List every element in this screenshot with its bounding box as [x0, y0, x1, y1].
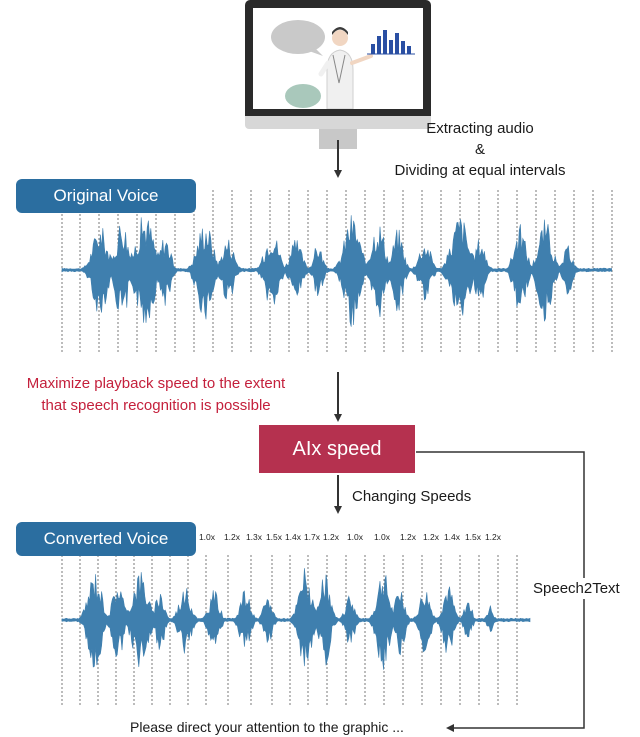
step1-caption: Extracting audio & Dividing at equal int… [360, 118, 600, 181]
speed-label: 1.2x [484, 532, 502, 542]
optimization-note: Maximize playback speed to the extent th… [0, 373, 312, 417]
converted-voice-waveform [61, 568, 531, 670]
speed-label: 1.7x [303, 532, 321, 542]
monitor-chin [245, 116, 431, 129]
aix-speed-box: AIx speed [259, 425, 415, 473]
speed-label: 1.2x [422, 532, 440, 542]
converted-voice-label: Converted Voice [16, 522, 196, 556]
bar-chart-icon [367, 30, 415, 55]
speed-label: 1.2x [399, 532, 417, 542]
speech-bubble-icon [271, 20, 325, 56]
original-voice-label: Original Voice [16, 179, 196, 213]
step1-line3: Dividing at equal intervals [394, 162, 566, 179]
speed-label: 1.2x [322, 532, 340, 542]
step1-line2: & [474, 141, 485, 158]
optimization-note-line1: Maximize playback speed to the extent [26, 375, 286, 392]
monitor-screen [253, 8, 423, 109]
small-bubble-icon [285, 84, 321, 108]
optimization-note-line2: that speech recognition is possible [41, 397, 271, 414]
step1-line1: Extracting audio [426, 120, 534, 137]
recognized-text: Please direct your attention to the grap… [130, 719, 404, 735]
speed-label: 1.0x [198, 532, 216, 542]
original-voice-waveform [61, 215, 612, 327]
changing-speeds-label: Changing Speeds [352, 488, 472, 505]
speed-label: 1.4x [284, 532, 302, 542]
speed-label: 1.2x [223, 532, 241, 542]
speed-label: 1.4x [443, 532, 461, 542]
converted-voice-dividers [61, 555, 518, 705]
speed-label: 1.5x [464, 532, 482, 542]
monitor-stand [319, 129, 357, 149]
speed-label: 1.3x [245, 532, 263, 542]
speech2text-label: Speech2Text [531, 578, 622, 599]
speed-label: 1.0x [346, 532, 364, 542]
monitor-illustration [245, 0, 431, 182]
presenter-icon [318, 27, 373, 109]
monitor-bezel [245, 0, 431, 116]
speed-label: 1.5x [265, 532, 283, 542]
speed-label: 1.0x [373, 532, 391, 542]
